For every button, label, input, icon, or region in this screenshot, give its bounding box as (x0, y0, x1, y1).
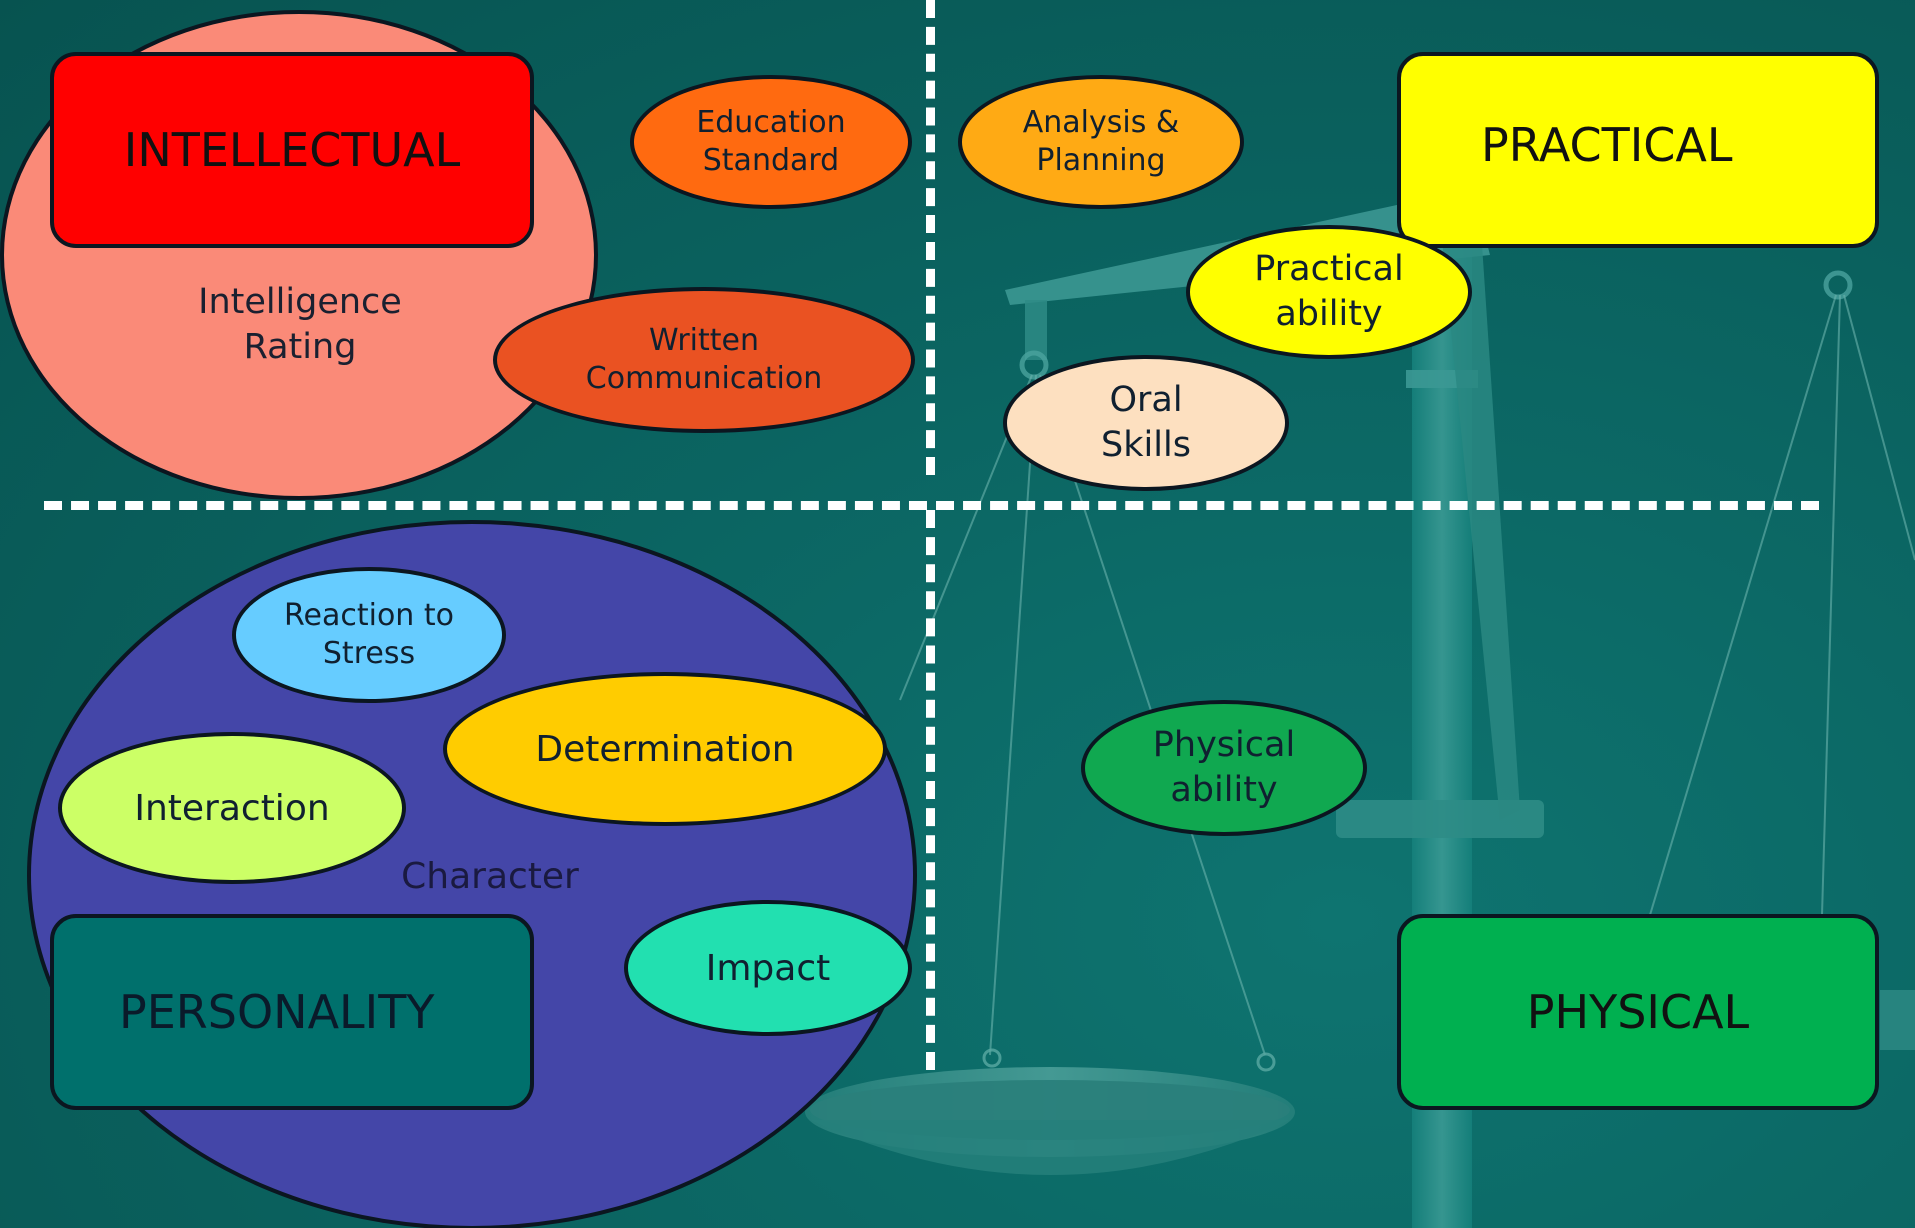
impact-ellipse: Impact (624, 900, 912, 1036)
written-communication-label: Written Communication (585, 323, 823, 396)
education-standard-label: Education Standard (696, 105, 846, 178)
intelligence-rating-label: Intelligence Rating (198, 282, 402, 367)
character-label: Character (401, 856, 579, 897)
practical-box: PRACTICAL (1397, 52, 1879, 248)
reaction-to-stress-label: Reaction to Stress (284, 598, 454, 671)
determination-label: Determination (535, 728, 795, 770)
practical-title: PRACTICAL (1481, 118, 1733, 172)
oral-skills-label: Oral Skills (1101, 380, 1191, 465)
vertical-divider-top (926, 0, 935, 475)
intellectual-box: INTELLECTUAL (50, 52, 534, 248)
reaction-to-stress-ellipse: Reaction to Stress (232, 567, 506, 703)
practical-ability-label: Practical ability (1254, 249, 1404, 334)
horizontal-divider (44, 501, 1819, 510)
intellectual-title: INTELLECTUAL (123, 123, 461, 177)
vertical-divider-bottom (926, 510, 935, 1070)
analysis-planning-label: Analysis & Planning (1022, 105, 1180, 178)
analysis-planning-ellipse: Analysis & Planning (958, 75, 1244, 209)
physical-box: PHYSICAL (1397, 914, 1879, 1110)
physical-ability-label: Physical ability (1152, 725, 1296, 810)
physical-ability-ellipse: Physical ability (1081, 700, 1367, 836)
determination-ellipse: Determination (443, 672, 887, 826)
personality-box: PERSONALITY (50, 914, 534, 1110)
oral-skills-ellipse: Oral Skills (1003, 355, 1289, 491)
personality-title: PERSONALITY (119, 985, 435, 1039)
interaction-label: Interaction (134, 787, 330, 829)
interaction-ellipse: Interaction (58, 732, 406, 884)
practical-ability-ellipse: Practical ability (1186, 225, 1472, 359)
education-standard-ellipse: Education Standard (630, 75, 912, 209)
impact-label: Impact (705, 947, 831, 989)
written-communication-ellipse: Written Communication (493, 287, 915, 433)
physical-title: PHYSICAL (1526, 985, 1750, 1039)
